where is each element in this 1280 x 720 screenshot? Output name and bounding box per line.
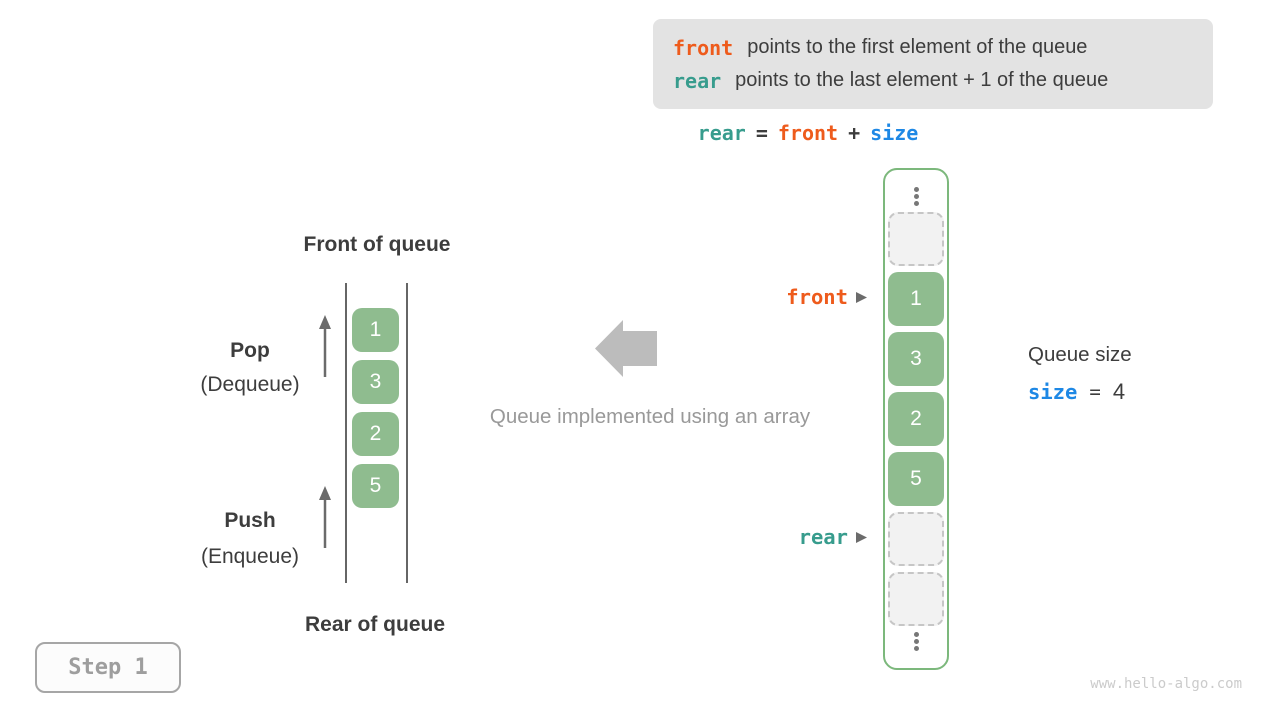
- rear-pointer-label: rear: [798, 525, 848, 549]
- formula: rear = front + size: [653, 121, 963, 146]
- size-variable: size: [1028, 380, 1078, 404]
- queue-channel-line-right: [406, 283, 408, 583]
- queue-cell: 1: [352, 308, 399, 352]
- pointer-right-arrow-icon: [856, 291, 867, 303]
- array-cell-empty: [888, 572, 944, 626]
- step-label: Step 1: [68, 655, 148, 680]
- legend-line-front: front points to the first element of the…: [673, 36, 1213, 60]
- dequeue-label: (Dequeue): [200, 373, 300, 396]
- push-label: Push: [224, 509, 276, 532]
- legend-line-rear: rear points to the last element + 1 of t…: [673, 69, 1213, 93]
- front-pointer-label: front: [786, 285, 848, 309]
- front-keyword: front: [673, 35, 734, 60]
- legend-box: front points to the first element of the…: [653, 19, 1213, 109]
- queue-cell: 3: [352, 360, 399, 404]
- ellipsis-dots-icon: [913, 187, 919, 206]
- size-equals: =: [1089, 381, 1101, 403]
- enqueue-label: (Enqueue): [200, 545, 300, 568]
- formula-front: front: [777, 121, 839, 145]
- array-container: 1 3 2 5: [883, 168, 949, 670]
- array-cell-filled: 3: [888, 332, 944, 386]
- watermark: www.hello-algo.com: [1090, 676, 1242, 692]
- array-cell-empty: [888, 212, 944, 266]
- formula-equals: =: [755, 121, 768, 145]
- queue-cell: 5: [352, 464, 399, 508]
- rear-of-queue-label: Rear of queue: [304, 613, 446, 636]
- size-value: 4: [1112, 379, 1126, 404]
- queue-size-equation: size = 4: [1028, 379, 1125, 405]
- push-up-arrow-icon: [319, 486, 331, 548]
- pointer-right-arrow-icon: [856, 531, 867, 543]
- diagram-caption: Queue implemented using an array: [489, 405, 811, 428]
- left-queue-cells: 1 3 2 5: [352, 308, 399, 516]
- formula-plus: +: [848, 121, 861, 145]
- array-cell-empty: [888, 512, 944, 566]
- pop-label: Pop: [230, 339, 270, 362]
- step-badge: Step 1: [35, 642, 181, 693]
- ellipsis-dots-icon: [913, 632, 919, 651]
- rear-pointer: rear: [799, 525, 868, 549]
- queue-size-label: Queue size: [1028, 343, 1132, 366]
- formula-size: size: [870, 121, 919, 145]
- front-description: points to the first element of the queue: [747, 36, 1088, 58]
- formula-rear: rear: [697, 121, 746, 145]
- pop-up-arrow-icon: [319, 315, 331, 377]
- front-pointer: front: [786, 285, 868, 309]
- queue-channel-line-left: [345, 283, 347, 583]
- left-block-arrow-icon: [595, 320, 657, 377]
- array-cell-filled: 1: [888, 272, 944, 326]
- queue-cell: 2: [352, 412, 399, 456]
- rear-keyword: rear: [673, 68, 722, 93]
- front-of-queue-label: Front of queue: [303, 233, 451, 256]
- array-cell-filled: 2: [888, 392, 944, 446]
- rear-description: points to the last element + 1 of the qu…: [735, 69, 1109, 91]
- array-cell-filled: 5: [888, 452, 944, 506]
